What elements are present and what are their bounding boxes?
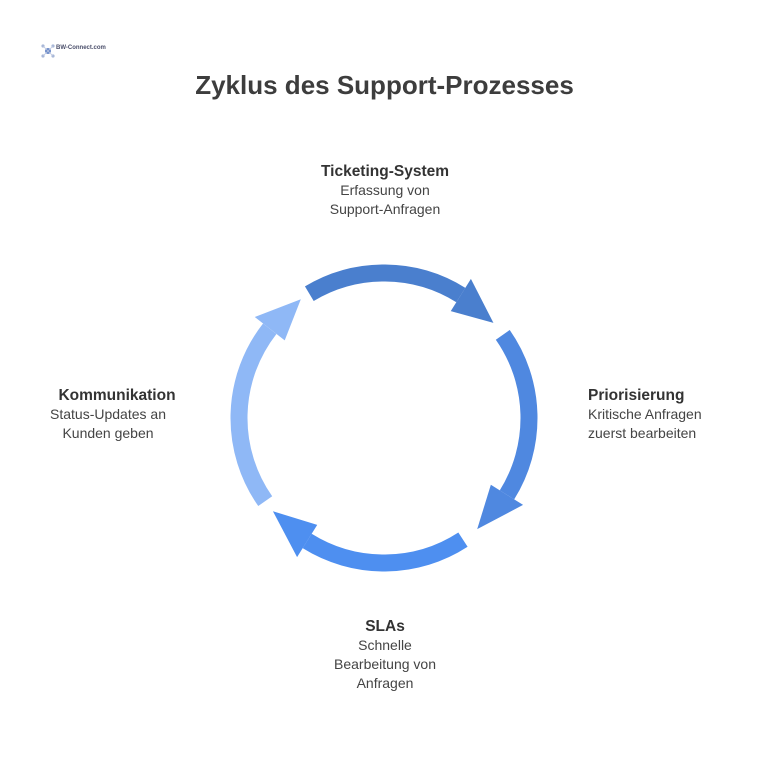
stage-slas: SLAs Schnelle Bearbeitung von Anfragen	[295, 617, 475, 693]
stage-title: Priorisierung	[588, 387, 685, 404]
stage-description: Status-Updates an	[50, 406, 166, 422]
stage-description: Anfragen	[356, 675, 414, 691]
stage-title: Kommunikation	[58, 387, 176, 404]
stage-description: Erfassung von	[340, 182, 430, 198]
stage-title: Ticketing-System	[320, 163, 450, 180]
stage-description: Kritische Anfragen	[588, 406, 702, 422]
logo-text: BW-Connect.com	[56, 45, 106, 51]
arc-ticketing-to-priorisierung	[304, 264, 466, 303]
stage-description: Schnelle	[358, 637, 412, 653]
arrowhead-ticketing	[450, 278, 494, 323]
arc-kommunikation-to-ticketing	[230, 323, 277, 507]
stage-description: Kunden geben	[62, 425, 154, 441]
stage-priorisierung: Priorisierung Kritische Anfragen zuerst …	[588, 386, 728, 443]
stage-description: zuerst bearbeiten	[588, 425, 697, 441]
diagram-title: Zyklus des Support-Prozesses	[195, 70, 574, 100]
arc-slas-to-kommunikation	[302, 532, 468, 572]
network-logo-icon	[41, 44, 55, 58]
stage-description: Support-Anfragen	[329, 201, 441, 217]
arrowhead-priorisierung	[477, 484, 524, 530]
stage-ticketing-system: Ticketing-System Erfassung von Support-A…	[280, 162, 490, 219]
arrowhead-kommunikation	[254, 299, 301, 341]
logo: BW-Connect.com	[40, 42, 106, 60]
stage-kommunikation: Kommunikation Status-Updates an Kunden g…	[28, 386, 188, 443]
stage-description: Bearbeitung von	[334, 656, 436, 672]
arc-priorisierung-to-slas	[495, 329, 538, 500]
arrowhead-slas	[272, 511, 318, 558]
stage-title: SLAs	[365, 618, 405, 635]
